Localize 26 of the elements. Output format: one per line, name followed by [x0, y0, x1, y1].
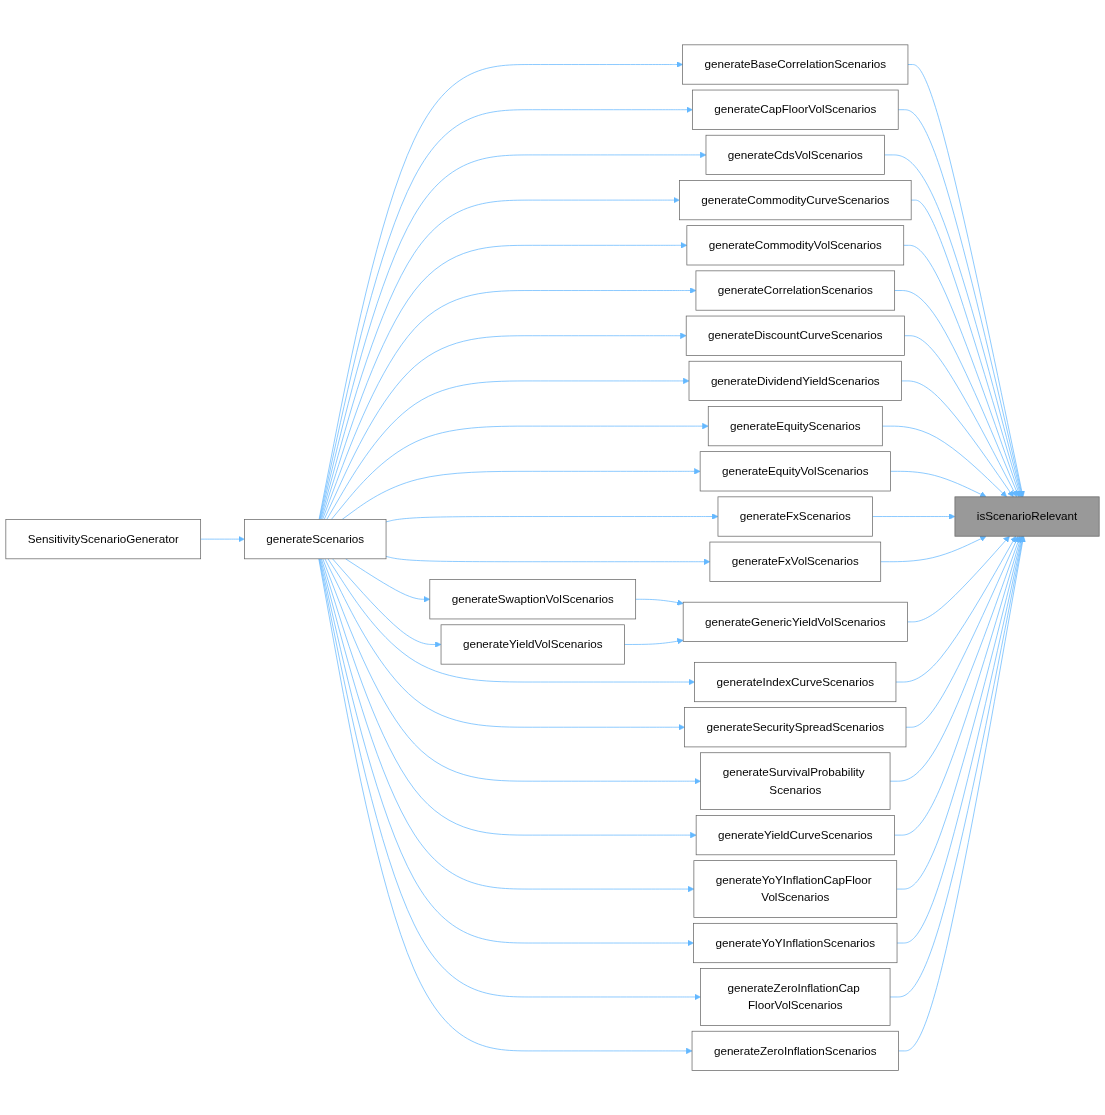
node-box: generateScenarios [244, 518, 387, 559]
node-box: generateZeroInflationScenarios [691, 1030, 899, 1071]
node-box: generateGenericYieldVolScenarios [682, 601, 908, 642]
node-box: generateEquityScenarios [707, 405, 883, 446]
node-box: SensitivityScenarioGenerator [5, 518, 201, 559]
node-box: generateCommodityCurveScenarios [679, 179, 912, 220]
node-box: generateEquityVolScenarios [699, 451, 891, 492]
node-box: generateYoYInflationCapFloor VolScenarios [693, 860, 898, 918]
node-box: generateYieldVolScenarios [440, 624, 625, 665]
node-box: generateDividendYieldScenarios [688, 360, 902, 401]
node-box: generateFxScenarios [717, 496, 873, 537]
node-box: generateCommodityVolScenarios [686, 225, 905, 266]
node-box: generateIndexCurveScenarios [694, 661, 897, 702]
node-box: generateDiscountCurveScenarios [685, 315, 905, 356]
node-box: isScenarioRelevant [954, 496, 1100, 537]
node-box: generateZeroInflationCap FloorVolScenarios [700, 967, 891, 1026]
node-box: generateCorrelationScenarios [695, 270, 895, 311]
node-box: generateCdsVolScenarios [705, 134, 885, 175]
node-box: generateFxVolScenarios [709, 541, 882, 582]
node-box: generateSwaptionVolScenarios [429, 579, 637, 620]
node-box: generateCapFloorVolScenarios [692, 89, 899, 130]
node-box: generateSurvivalProbability Scenarios [700, 752, 891, 810]
node-box: generateBaseCorrelationScenarios [682, 44, 909, 85]
node-box: generateYoYInflationScenarios [693, 922, 898, 963]
node-box: generateYieldCurveScenarios [695, 814, 895, 855]
node-box: generateSecuritySpreadScenarios [684, 706, 907, 748]
